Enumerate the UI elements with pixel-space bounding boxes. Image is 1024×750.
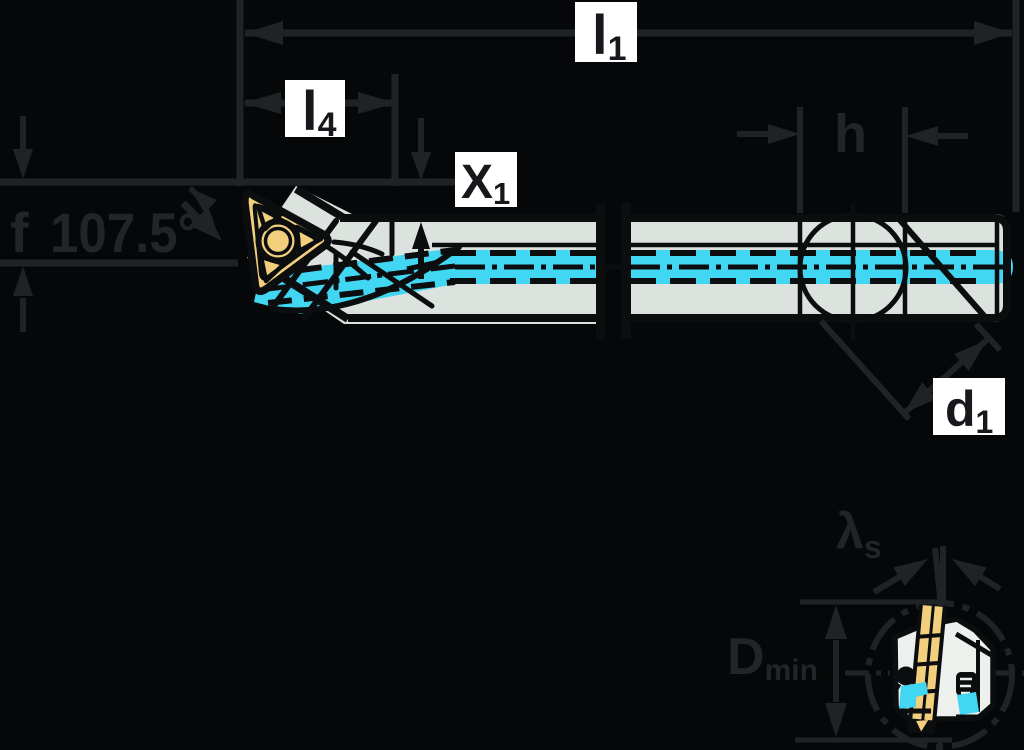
arrowhead bbox=[825, 605, 847, 639]
angle-label: 107.5° bbox=[50, 201, 198, 264]
insert-screw-hole bbox=[263, 226, 293, 256]
arrowhead bbox=[13, 266, 33, 296]
tool-shank-side-view bbox=[246, 185, 1013, 340]
label-x1: X1 bbox=[455, 152, 517, 211]
arrowhead bbox=[190, 188, 217, 214]
insert-hole-ring bbox=[255, 218, 301, 264]
arrowhead bbox=[906, 126, 938, 146]
arrowhead bbox=[358, 92, 396, 114]
svg-text:d1: d1 bbox=[945, 381, 993, 440]
arrowhead bbox=[13, 149, 33, 179]
dimension-x1 bbox=[406, 118, 440, 279]
svg-text:l4: l4 bbox=[302, 79, 337, 144]
screw-thread-lines bbox=[960, 677, 972, 695]
h-label: h bbox=[834, 104, 867, 164]
d-min-label: Dmin bbox=[727, 628, 818, 687]
dimension-lambda-s: λs bbox=[836, 503, 1002, 607]
arrowhead bbox=[904, 382, 937, 413]
arrowhead bbox=[411, 152, 431, 180]
dimension-h: h bbox=[737, 104, 968, 213]
arrowhead bbox=[825, 703, 847, 737]
dimension-d1 bbox=[818, 318, 1003, 422]
label-l4: l4 bbox=[285, 79, 345, 144]
screw-detail bbox=[890, 682, 902, 696]
label-d1: d1 bbox=[933, 378, 1005, 440]
arrowhead bbox=[768, 124, 800, 144]
shank-break bbox=[596, 203, 631, 339]
dimension-labels: l1 l4 X1 d1 bbox=[285, 2, 1005, 440]
x1-inner-arrow bbox=[406, 222, 440, 279]
f-label: f bbox=[10, 201, 29, 264]
arrowhead bbox=[893, 559, 928, 587]
insert-outline bbox=[241, 189, 332, 296]
svg-text:l1: l1 bbox=[592, 3, 626, 68]
svg-text:X1: X1 bbox=[461, 156, 510, 211]
end-face-details bbox=[954, 631, 995, 712]
dimension-d-min: Dmin bbox=[727, 599, 952, 743]
clamp-screw-left bbox=[896, 666, 916, 686]
arrowhead bbox=[245, 21, 283, 45]
arrowhead bbox=[189, 208, 222, 241]
cutting-insert bbox=[241, 189, 332, 296]
arrowhead bbox=[954, 340, 987, 371]
coolant-outlet-right bbox=[957, 692, 979, 715]
dimension-entering-angle: 107.5° bbox=[50, 185, 222, 264]
lambda-s-label: λs bbox=[836, 503, 882, 565]
end-view: λs Dmin bbox=[727, 503, 1024, 750]
coolant-outlet-left bbox=[899, 682, 928, 709]
arrowhead bbox=[243, 92, 281, 114]
arrowhead bbox=[974, 21, 1012, 45]
label-l1: l1 bbox=[575, 2, 637, 68]
insert-cartridge-strip bbox=[907, 600, 947, 735]
dimension-f: f bbox=[0, 116, 238, 332]
arrowhead bbox=[412, 222, 430, 249]
arrowhead bbox=[952, 559, 987, 587]
